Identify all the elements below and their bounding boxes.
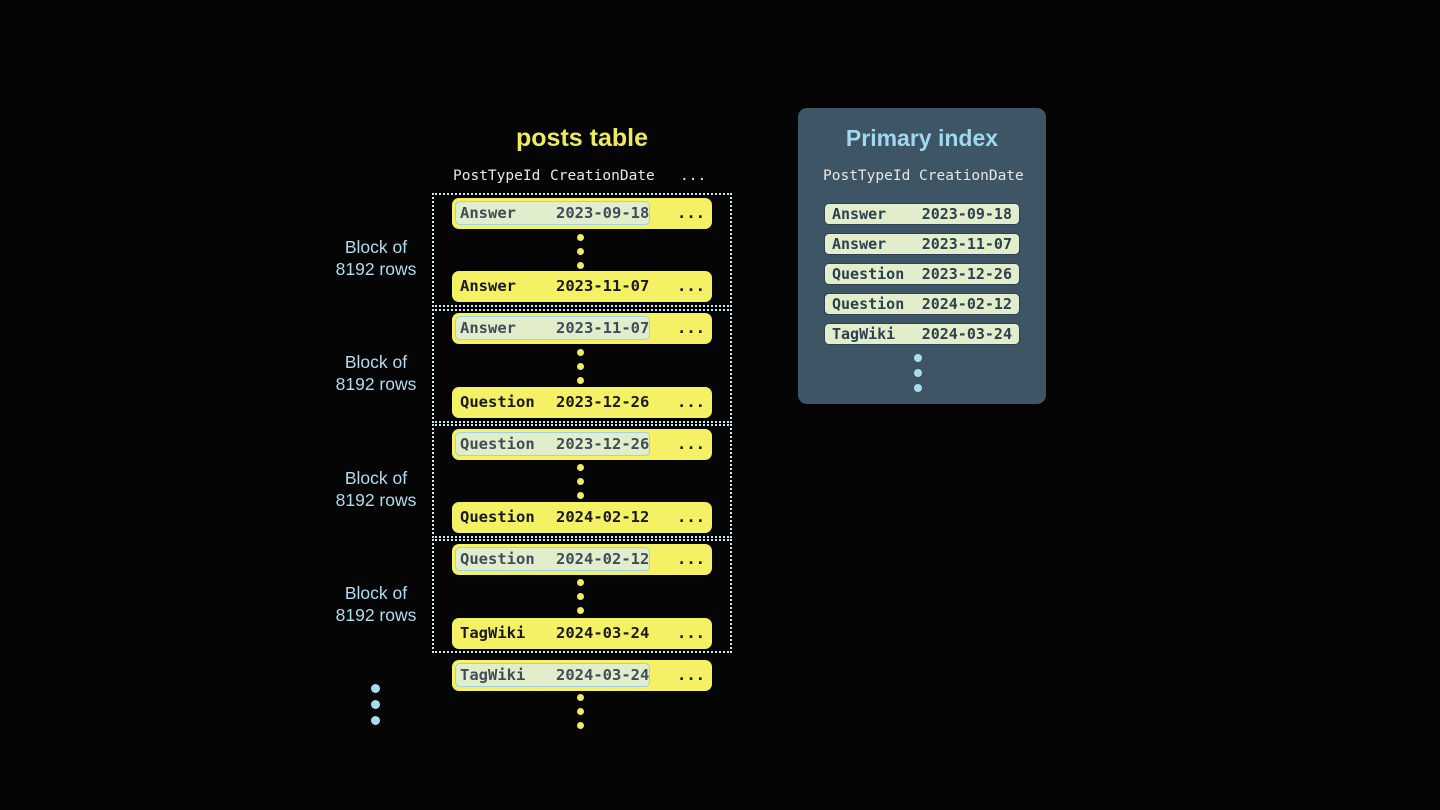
index-creationdate: 2023-12-26 xyxy=(921,265,1012,283)
table-row: Question 2023-12-26 ... xyxy=(452,387,712,418)
index-row: Answer 2023-09-18 xyxy=(824,203,1020,225)
column-header-creationdate: CreationDate xyxy=(919,168,1024,184)
primary-index-title: Primary index xyxy=(845,125,999,151)
row-posttypeid: Question xyxy=(460,435,535,453)
row-more-columns: ... xyxy=(677,319,705,337)
index-posttypeid: Answer xyxy=(832,205,887,223)
row-more-columns: ... xyxy=(677,508,705,526)
row-more-columns: ... xyxy=(677,624,705,642)
row-posttypeid: Answer xyxy=(460,319,516,337)
row-highlight-box xyxy=(455,547,650,571)
block-label-line2: 8192 rows xyxy=(335,604,417,625)
block-label-4: Block of 8192 rows xyxy=(296,583,456,626)
row-creationdate: 2024-03-24 xyxy=(556,624,650,642)
block-outline-3 xyxy=(432,424,732,538)
block-label-line2: 8192 rows xyxy=(335,258,417,279)
row-posttypeid: TagWiki xyxy=(460,624,526,642)
index-creationdate: 2023-11-07 xyxy=(921,235,1012,253)
row-creationdate: 2024-03-24 xyxy=(556,666,650,684)
column-header-creationdate: CreationDate xyxy=(550,168,655,184)
row-creationdate: 2024-02-12 xyxy=(556,508,650,526)
block-outline-2 xyxy=(432,309,732,423)
index-creationdate: 2024-02-12 xyxy=(921,295,1012,313)
row-highlight-box xyxy=(455,316,650,340)
index-row: TagWiki 2024-03-24 xyxy=(824,323,1020,345)
index-row: Question 2024-02-12 xyxy=(824,293,1020,315)
row-more-columns: ... xyxy=(677,277,705,295)
row-creationdate: 2023-11-07 xyxy=(556,319,650,337)
row-more-columns: ... xyxy=(677,204,705,222)
block-outline-4 xyxy=(432,539,732,653)
column-header-more: ... xyxy=(680,168,707,184)
block-label-3: Block of 8192 rows xyxy=(296,468,456,511)
block-outline-1 xyxy=(432,193,732,307)
row-posttypeid: Question xyxy=(460,508,535,526)
row-creationdate: 2023-11-07 xyxy=(556,277,650,295)
row-posttypeid: Question xyxy=(460,550,535,568)
block-label-line2: 8192 rows xyxy=(335,373,417,394)
more-blocks-dots-icon xyxy=(371,684,380,725)
row-more-columns: ... xyxy=(677,393,705,411)
block-label-line2: 8192 rows xyxy=(335,489,417,510)
posts-table-title: posts table xyxy=(516,124,648,152)
ellipsis-dots-icon xyxy=(577,579,584,614)
block-label-2: Block of 8192 rows xyxy=(296,352,456,395)
index-creationdate: 2024-03-24 xyxy=(921,325,1012,343)
primary-index-column-headers: PostTypeId CreationDate xyxy=(798,166,1046,186)
block-label-1: Block of 8192 rows xyxy=(296,237,456,280)
table-row: TagWiki 2024-03-24 ... xyxy=(452,660,712,691)
row-more-columns: ... xyxy=(677,666,705,684)
primary-index-panel: Primary index PostTypeId CreationDate An… xyxy=(798,108,1046,404)
table-row: Answer 2023-11-07 ... xyxy=(452,271,712,302)
block-label-line1: Block of xyxy=(344,237,408,257)
row-highlight-box xyxy=(455,432,650,456)
ellipsis-dots-icon xyxy=(577,349,584,384)
row-highlight-box xyxy=(455,663,650,687)
row-creationdate: 2024-02-12 xyxy=(556,550,650,568)
index-posttypeid: Answer xyxy=(832,235,887,253)
row-posttypeid: TagWiki xyxy=(460,666,526,684)
row-more-columns: ... xyxy=(677,550,705,568)
row-creationdate: 2023-12-26 xyxy=(556,435,650,453)
column-header-posttypeid: PostTypeId xyxy=(823,168,911,184)
index-posttypeid: TagWiki xyxy=(832,325,896,343)
block-label-line1: Block of xyxy=(344,583,408,603)
row-creationdate: 2023-12-26 xyxy=(556,393,650,411)
table-row: TagWiki 2024-03-24 ... xyxy=(452,618,712,649)
row-creationdate: 2023-09-18 xyxy=(556,204,650,222)
table-row: Answer 2023-11-07 ... xyxy=(452,313,712,344)
posts-table-column-headers: PostTypeId CreationDate ... xyxy=(432,166,732,186)
index-row: Answer 2023-11-07 xyxy=(824,233,1020,255)
row-more-columns: ... xyxy=(677,435,705,453)
index-posttypeid: Question xyxy=(832,295,905,313)
block-label-line1: Block of xyxy=(344,352,408,372)
block-label-line1: Block of xyxy=(344,468,408,488)
table-row: Question 2024-02-12 ... xyxy=(452,502,712,533)
ellipsis-dots-icon xyxy=(577,694,584,729)
ellipsis-dots-icon xyxy=(577,464,584,499)
index-creationdate: 2023-09-18 xyxy=(921,205,1012,223)
more-index-rows-dots-icon xyxy=(914,354,922,392)
column-header-posttypeid: PostTypeId xyxy=(453,168,541,184)
table-row: Answer 2023-09-18 ... xyxy=(452,198,712,229)
ellipsis-dots-icon xyxy=(577,234,584,269)
row-highlight-box xyxy=(455,201,650,225)
index-posttypeid: Question xyxy=(832,265,905,283)
row-posttypeid: Answer xyxy=(460,277,516,295)
row-posttypeid: Answer xyxy=(460,204,516,222)
table-row: Question 2024-02-12 ... xyxy=(452,544,712,575)
row-posttypeid: Question xyxy=(460,393,535,411)
index-row: Question 2023-12-26 xyxy=(824,263,1020,285)
table-row: Question 2023-12-26 ... xyxy=(452,429,712,460)
